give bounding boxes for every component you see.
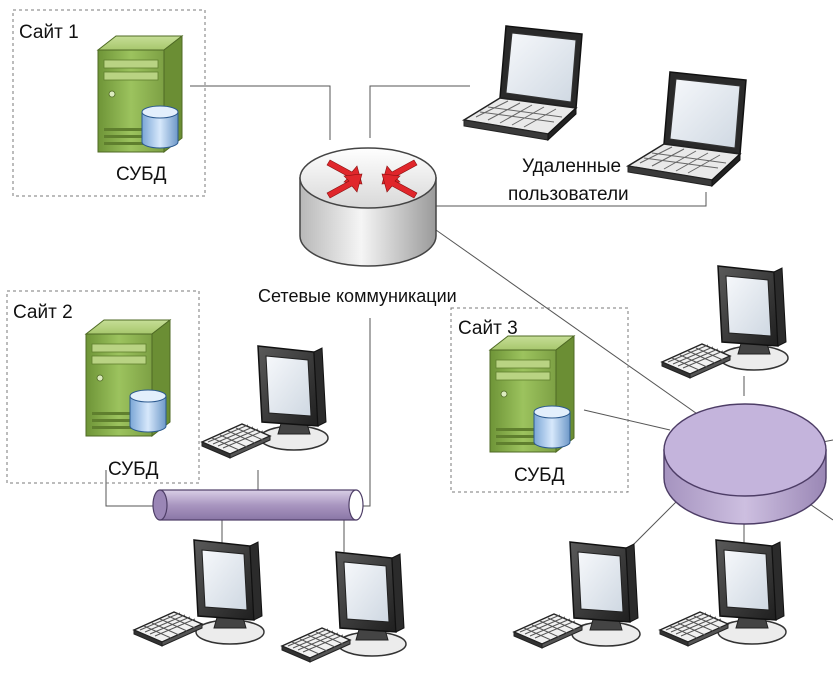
- site-1-label: Сайт 1: [19, 22, 79, 43]
- keyboard-icon: [661, 343, 731, 379]
- monitor-icon: [717, 265, 789, 371]
- router-icon: [299, 147, 437, 267]
- keyboard-icon: [201, 423, 271, 459]
- remote-users-label-line2: пользователи: [508, 184, 629, 205]
- laptop-icon: [627, 71, 747, 187]
- link-router-laptop2: [436, 192, 707, 207]
- workstation: [661, 265, 789, 379]
- site-1-border: [12, 9, 206, 197]
- site-2-db-label: СУБД: [108, 459, 159, 480]
- router-label: Сетевые коммуникации: [258, 286, 457, 306]
- workstation: [133, 539, 265, 647]
- keyboard-icon: [513, 613, 583, 649]
- laptop-icon: [463, 25, 583, 141]
- link-router-pipe: [358, 318, 371, 507]
- site-3-db-label: СУБД: [514, 465, 565, 486]
- link-site1-router: [190, 85, 331, 140]
- keyboard-icon: [281, 627, 351, 663]
- keyboard-icon: [133, 611, 203, 647]
- link-router-ring: [435, 229, 721, 431]
- link-router-laptop1: [369, 85, 470, 138]
- workstation: [659, 539, 787, 647]
- workstation: [281, 551, 407, 663]
- site-3: Сайт 3 СУБД: [450, 307, 629, 493]
- server-icon: [97, 35, 183, 153]
- router: Сетевые коммуникации: [258, 147, 457, 306]
- site-2: Сайт 2 СУБД: [6, 290, 200, 484]
- monitor-icon: [257, 345, 329, 451]
- keyboard-icon: [659, 611, 729, 647]
- link-site2-pipe: [105, 470, 160, 507]
- site-1: Сайт 1 СУБД: [12, 9, 206, 197]
- site-2-label: Сайт 2: [13, 302, 73, 323]
- server-icon: [85, 319, 171, 437]
- server-icon: [489, 335, 575, 453]
- remote-users-label-line1: Удаленные: [522, 156, 621, 177]
- workstation: [201, 345, 329, 459]
- workstation: [513, 541, 641, 649]
- site-3-label: Сайт 3: [458, 318, 518, 339]
- bus-pipe: [152, 489, 364, 521]
- site-3-border: [450, 307, 629, 493]
- site-1-db-label: СУБД: [116, 164, 167, 185]
- site-2-border: [6, 290, 200, 484]
- remote-users: Удаленные пользователи: [463, 25, 747, 205]
- ring-hub: [663, 403, 827, 525]
- monitor-icon: [193, 539, 265, 645]
- link-site3-ring: [583, 409, 671, 431]
